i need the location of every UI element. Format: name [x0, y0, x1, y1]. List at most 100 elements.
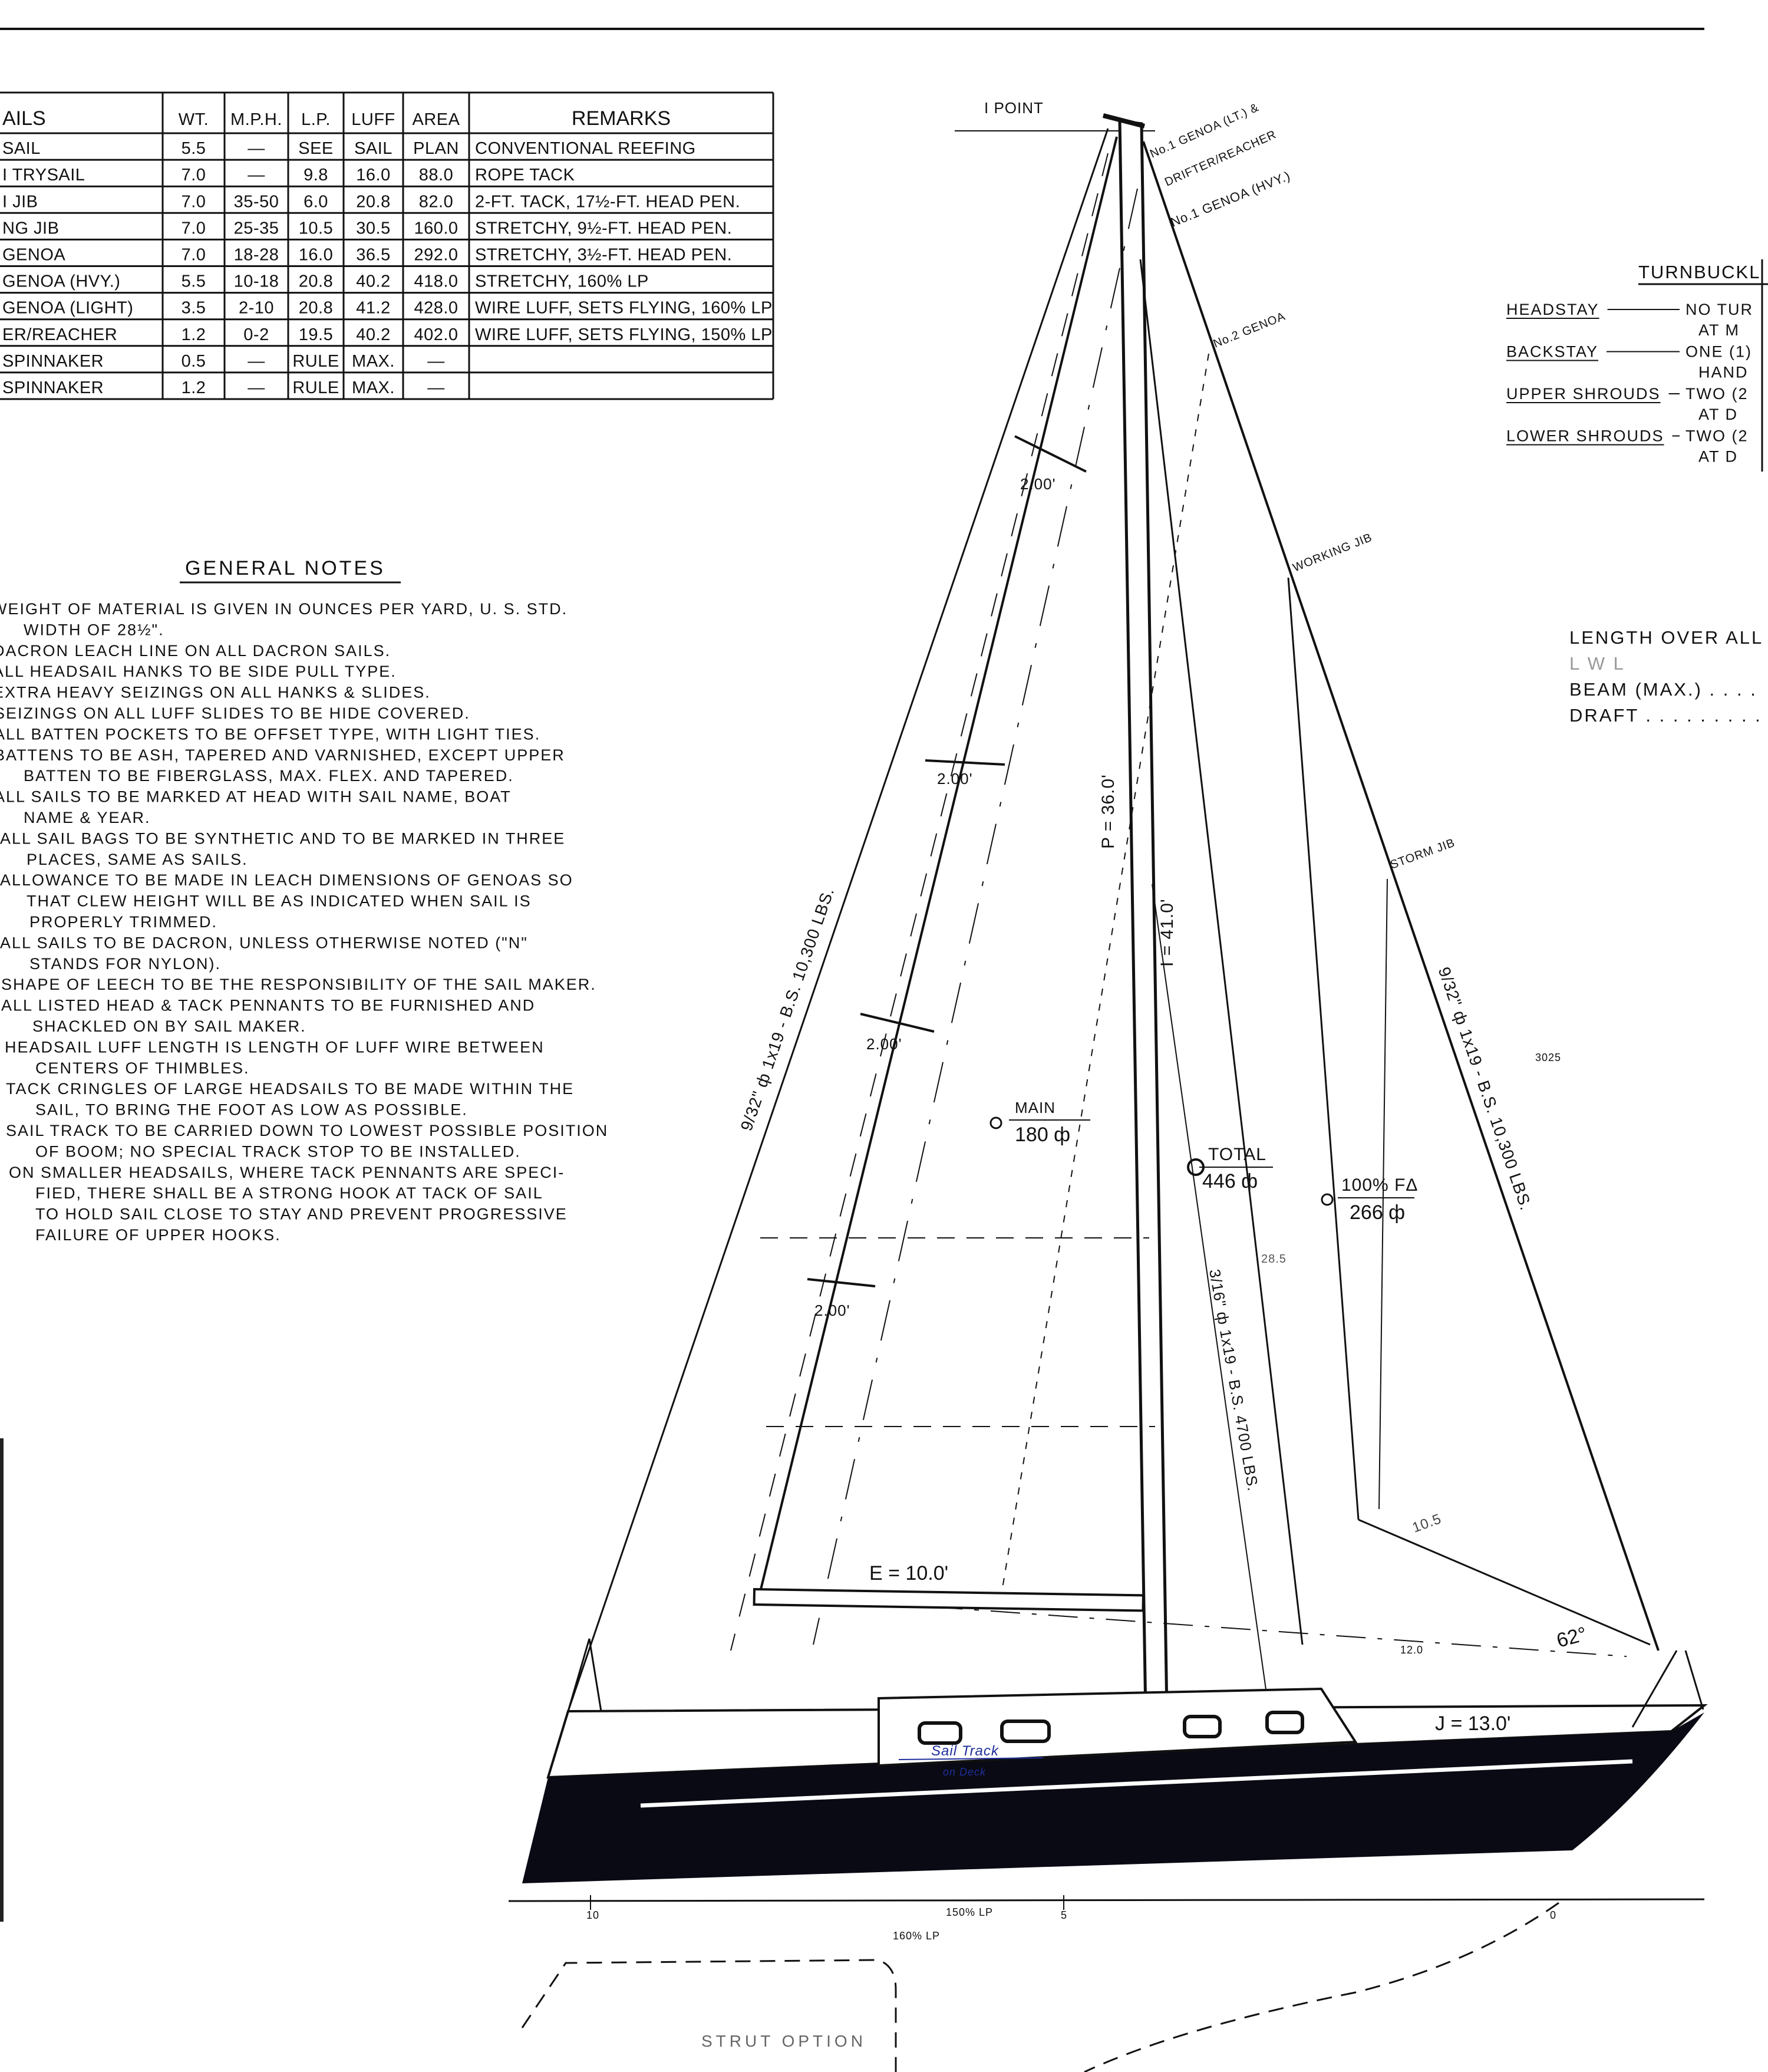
- table-cell: RULE: [292, 378, 339, 397]
- forestay-spec: 9/32" ф 1x19 - B.S. 10,300 LBS.: [1435, 964, 1536, 1213]
- table-cell: SPINNAKER: [2, 378, 104, 397]
- note-line: ALL SAILS TO BE DACRON, UNLESS OTHERWISE…: [0, 934, 528, 951]
- table-cell: NG JIB: [2, 219, 59, 238]
- boom: [753, 1587, 1144, 1612]
- batten-pocket: [807, 1278, 876, 1287]
- note-line: CENTERS OF THIMBLES.: [35, 1059, 250, 1077]
- note-line: HEADSAIL LUFF LENGTH IS LENGTH OF LUFF W…: [5, 1038, 545, 1056]
- note-line: NAME & YEAR.: [24, 809, 151, 826]
- table-cell: 40.2: [356, 272, 390, 291]
- note-28-5: 28.5: [1261, 1253, 1287, 1266]
- table-header-cell: LUFF: [351, 110, 395, 129]
- table-cell: 1.2: [182, 325, 206, 344]
- table-cell: 10.5: [299, 219, 333, 238]
- dimension-12-0: 12.0: [1400, 1644, 1423, 1656]
- backstay: [567, 128, 1109, 1712]
- total-area: 446 ф: [1202, 1170, 1258, 1193]
- beam-label: BEAM (MAX.) . . . .: [1569, 679, 1757, 700]
- table-cell: 82.0: [419, 192, 453, 211]
- table-cell: ROPE TACK: [475, 166, 575, 185]
- table-cell: 6.0: [304, 192, 328, 211]
- note-line: SAIL, TO BRING THE FOOT AS LOW AS POSSIB…: [35, 1101, 468, 1119]
- note-line: DACRON LEACH LINE ON ALL DACRON SAILS.: [0, 642, 391, 660]
- turnbuckle-item-value: NO TUR: [1685, 301, 1753, 318]
- note-line: SAIL TRACK TO BE CARRIED DOWN TO LOWEST …: [6, 1122, 608, 1139]
- draft-label: DRAFT . . . . . . . . .: [1569, 705, 1762, 726]
- lp-150-label: 150% LP: [946, 1906, 993, 1918]
- p-dimension: P = 36.0': [1099, 774, 1118, 849]
- table-cell: 402.0: [414, 325, 458, 344]
- table-header-cell: AILS: [2, 107, 46, 130]
- table-cell: 7.0: [182, 166, 206, 185]
- table-cell: 7.0: [182, 192, 206, 211]
- table-header-cell: M.P.H.: [230, 110, 282, 129]
- table-cell: 30.5: [356, 219, 390, 238]
- table-cell: MAX.: [352, 352, 395, 371]
- table-cell: SPINNAKER: [2, 352, 104, 371]
- center-of-effort-main: [989, 1116, 1002, 1129]
- stern-pulpit: [567, 1638, 602, 1712]
- table-cell: —: [248, 352, 265, 371]
- batten-length-label: 2.00': [866, 1035, 902, 1053]
- note-line: ALL BATTEN POCKETS TO BE OFFSET TYPE, WI…: [0, 725, 540, 743]
- porthole: [1183, 1715, 1222, 1738]
- table-cell: —: [248, 139, 265, 158]
- table-header-cell: AREA: [413, 110, 460, 129]
- table-cell: 5.5: [182, 139, 206, 158]
- table-cell: 5.5: [182, 272, 206, 291]
- turnbuckle-item-value: TWO (2: [1685, 427, 1749, 445]
- table-cell: MAX.: [352, 378, 395, 397]
- angle-62: 62°: [1554, 1623, 1589, 1652]
- turnbuckle-item-value: ONE (1): [1685, 343, 1752, 361]
- waterline: [508, 1898, 1705, 1902]
- dimension-10-5: 10.5: [1410, 1511, 1444, 1536]
- sail-track-arrow: [898, 1757, 1044, 1760]
- turnbuckle-item-value: TWO (2: [1685, 385, 1749, 403]
- working-jib-label: WORKING JIB: [1291, 531, 1374, 575]
- table-cell: —: [248, 378, 265, 397]
- shroud-spec: 3/16" ф 1x19 - B.S. 4700 LBS.: [1206, 1268, 1262, 1493]
- boot-stripe: [640, 1759, 1633, 1808]
- table-cell: 10-18: [234, 272, 279, 291]
- table-cell: 292.0: [414, 246, 458, 265]
- masthead-crane: [1103, 113, 1145, 129]
- sail-track-annotation: Sail Track: [931, 1743, 1000, 1759]
- table-cell: 16.0: [356, 166, 390, 185]
- table-header-cell: REMARKS: [572, 107, 671, 130]
- note-line: THAT CLEW HEIGHT WILL BE AS INDICATED WH…: [27, 892, 532, 910]
- table-cell: 1.2: [182, 378, 206, 397]
- backstay-spec: 9/32" ф 1x19 - B.S. 10,300 LBS.: [737, 885, 838, 1133]
- table-cell: 40.2: [356, 325, 390, 344]
- note-3025: 3025: [1535, 1052, 1561, 1063]
- genoa-hvy-leech: [813, 188, 1138, 1645]
- turnbuckle-title: TURNBUCKL: [1638, 262, 1760, 282]
- table-cell: —: [427, 378, 445, 397]
- table-cell: SAIL: [354, 139, 392, 158]
- table-cell: —: [427, 352, 445, 371]
- table-cell: I TRYSAIL: [2, 166, 85, 185]
- e-dimension: E = 10.0': [869, 1562, 948, 1585]
- table-cell: 2-10: [239, 299, 274, 318]
- note-line: WEIGHT OF MATERIAL IS GIVEN IN OUNCES PE…: [0, 600, 568, 618]
- forestay: [1142, 141, 1660, 1651]
- table-cell: 19.5: [299, 325, 333, 344]
- porthole: [1265, 1711, 1304, 1734]
- table-cell: 25-35: [234, 219, 279, 238]
- table-cell: 428.0: [414, 299, 458, 318]
- note-line: PROPERLY TRIMMED.: [29, 913, 217, 931]
- turnbuckle-item-continuation: HAND: [1698, 364, 1749, 381]
- table-cell: STRETCHY, 9½-FT. HEAD PEN.: [475, 219, 732, 238]
- table-cell: 3.5: [182, 299, 206, 318]
- table-cell: 160.0: [414, 219, 458, 238]
- genoa-2-label: No.2 GENOA: [1212, 310, 1288, 351]
- batten-length-label: 2.00': [937, 770, 973, 788]
- note-line: FAILURE OF UPPER HOOKS.: [35, 1226, 281, 1244]
